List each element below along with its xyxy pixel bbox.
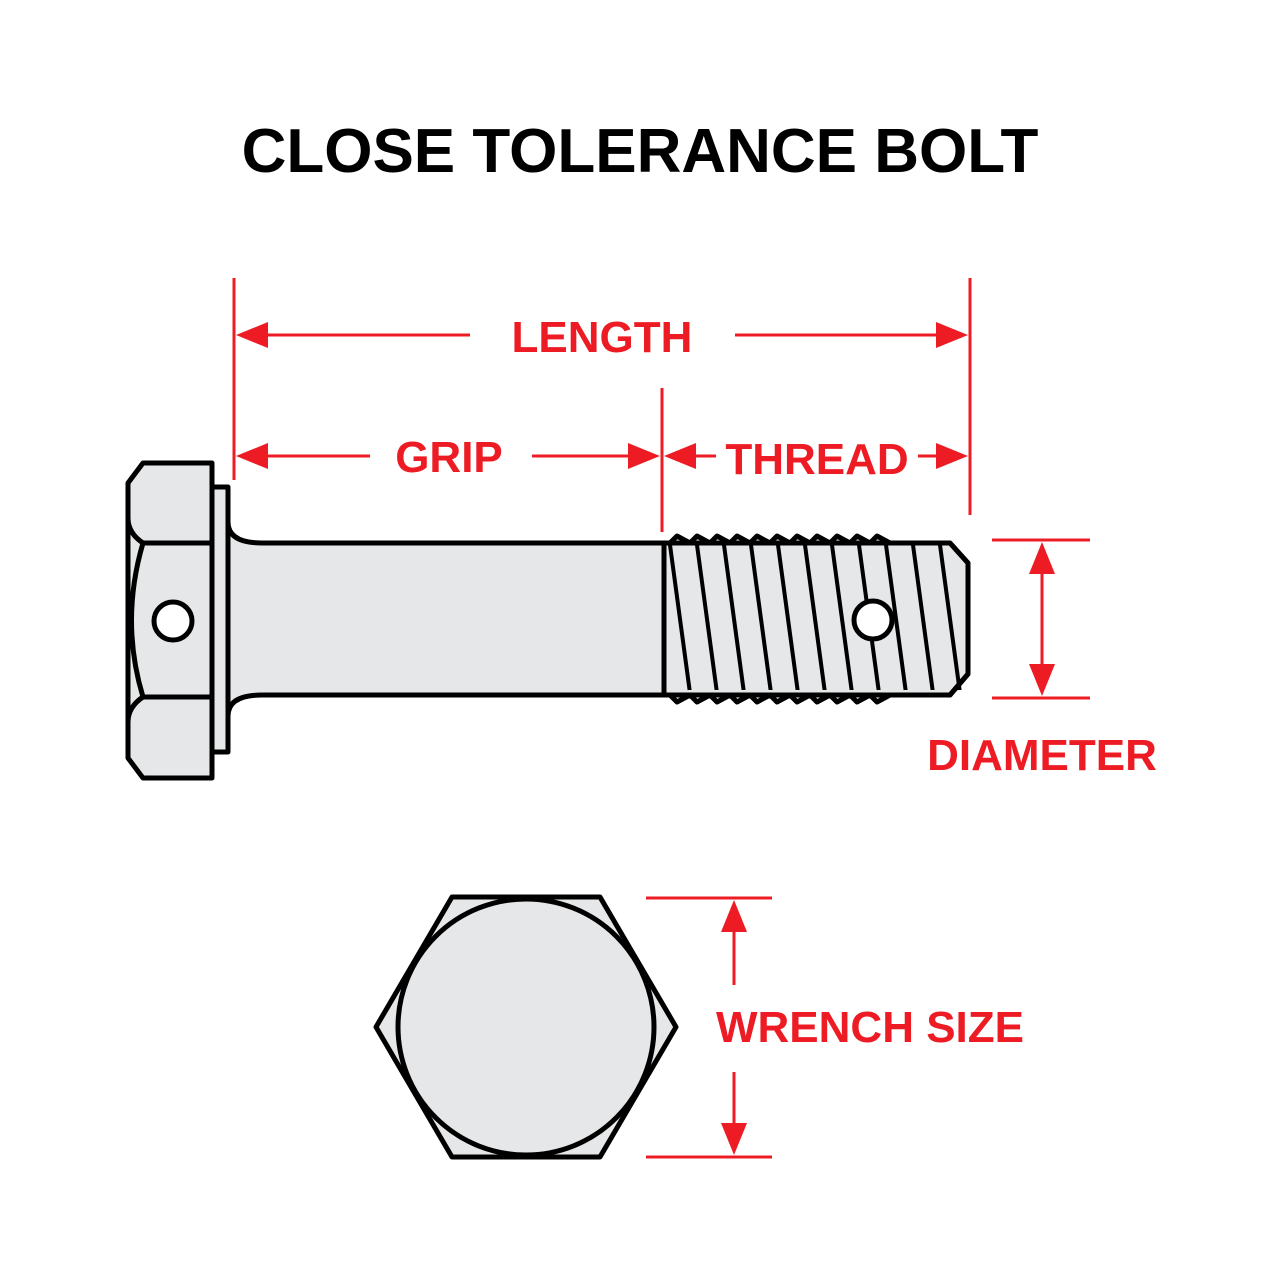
grip-label: GRIP: [395, 433, 503, 482]
arrowhead-icon: [628, 443, 660, 469]
wrench-size-dimension: [646, 896, 772, 1159]
arrowhead-icon: [664, 443, 696, 469]
thread-cotter-hole: [851, 598, 895, 642]
thread-outline: [661, 540, 971, 698]
arrowhead-icon: [721, 1123, 747, 1155]
thread-label: THREAD: [725, 435, 908, 484]
grip-dimension: [236, 443, 660, 469]
thread-dimension: [664, 443, 968, 469]
dimension-lines: [232, 278, 1090, 1159]
bolt-end-view: [373, 894, 679, 1160]
dimension-labels: LENGTH GRIP THREAD DIAMETER WRENCH SIZE: [395, 313, 1157, 1052]
thread-crests-bottom: [668, 692, 892, 705]
wrench-size-label: WRENCH SIZE: [716, 1003, 1024, 1052]
arrowhead-icon: [236, 443, 268, 469]
thread-lines: [668, 545, 962, 690]
length-dimension: [236, 322, 968, 348]
arrowhead-icon: [1029, 542, 1055, 574]
thread-crests-top: [668, 533, 892, 546]
hex-head-bearing-circle: [395, 896, 657, 1158]
bolt-side-view: [125, 460, 971, 781]
bolt-shank: [225, 519, 667, 719]
arrowhead-icon: [1029, 664, 1055, 696]
arrowhead-icon: [936, 443, 968, 469]
page-title: CLOSE TOLERANCE BOLT: [242, 117, 1039, 186]
arrowhead-icon: [721, 900, 747, 932]
arrowhead-icon: [936, 322, 968, 348]
length-label: LENGTH: [512, 313, 693, 362]
head-cotter-hole: [151, 599, 195, 643]
diameter-label: DIAMETER: [927, 731, 1157, 780]
diameter-dimension: [992, 538, 1090, 700]
bolt-head-face-lines: [125, 517, 212, 723]
arrowhead-icon: [236, 322, 268, 348]
